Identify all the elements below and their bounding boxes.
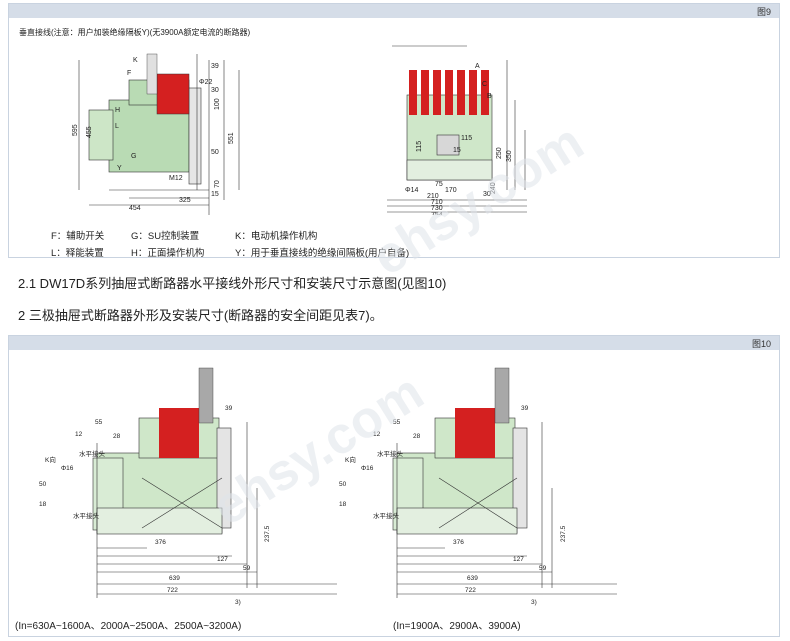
paragraph-2: 2 三极抽屉式断路器外形及安装尺寸(断路器的安全间距见表7)。 [18, 308, 383, 323]
figure9-header: 图9 [9, 4, 779, 18]
dim-label: 730 [431, 205, 443, 212]
dim-label: 376 [155, 539, 166, 546]
figure10-header: 图10 [9, 336, 779, 350]
dim-label: Φ14 [405, 187, 418, 194]
dim-label: H [115, 107, 120, 114]
dim-label: 50 [339, 481, 347, 488]
dim-label: 水平接头 [373, 511, 400, 520]
dim-label: L [115, 123, 119, 130]
dim-label: 237.5 [264, 525, 271, 542]
figure10-caption-a: (In=630A~1600A、2000A~2500A、2500A~3200A) [15, 621, 242, 632]
dim-label: 100 [214, 98, 221, 110]
dim-label: 30 [211, 87, 219, 94]
dim-label: Φ16 [61, 465, 74, 472]
dim-label: 30 [483, 191, 491, 198]
figure9-left-drawing: K F H L G Y 595 455 39 Φ22 30 100 551 50… [72, 53, 240, 215]
dim-label: 250 [496, 147, 503, 159]
dim-label: 50 [211, 149, 219, 156]
dim-label: 639 [169, 575, 180, 582]
legend-item: Y：用于垂直接线的绝缘间隔板(用户自备) [235, 248, 410, 259]
legend-item: H：正面操作机构 [131, 248, 205, 259]
dim-label: 754 [431, 212, 443, 215]
dim-label: 237.5 [560, 525, 567, 542]
dim-label: 170 [445, 187, 457, 194]
dim-label: 55 [95, 419, 103, 426]
dim-label: 210 [427, 193, 439, 200]
dim-label: 28 [113, 433, 121, 440]
dim-label: 水平接头 [73, 511, 100, 520]
dim-label: 39 [225, 405, 233, 412]
dim-label: K [133, 57, 138, 64]
dim-label: 59 [539, 565, 547, 572]
dim-label: Y [117, 165, 122, 172]
dim-label: Φ16 [361, 465, 374, 472]
dim-label: K向 [45, 455, 56, 464]
dim-label: 115 [461, 135, 472, 142]
dim-label: Φ22 [199, 79, 212, 86]
figure10-drawing-a: 55 12 28 39 K向 Φ16 水平接头 50 18 水平接头 237.5… [39, 367, 337, 606]
dim-label: 55 [393, 419, 401, 426]
dim-label: 722 [167, 587, 178, 594]
legend-item: L：释能装置 [51, 248, 104, 259]
dim-label: 50 [39, 481, 47, 488]
dim-label: 350 [506, 150, 513, 162]
dim-label: 59 [243, 565, 251, 572]
dim-label: C [482, 81, 487, 88]
dim-label: 28 [413, 433, 421, 440]
dim-label: 551 [228, 132, 235, 144]
dim-label: 595 [72, 124, 79, 136]
dim-label: 12 [75, 431, 83, 438]
dim-label: 水平接头 [79, 449, 106, 458]
dim-label: 39 [521, 405, 529, 412]
figure10-caption-b: (In=1900A、2900A、3900A) [393, 621, 521, 632]
dim-label: 127 [513, 556, 524, 563]
dim-label: 127 [217, 556, 228, 563]
dim-label: F [127, 70, 131, 77]
dim-label: 39 [211, 63, 219, 70]
dim-label: 454 [129, 205, 141, 212]
figure9-label: 图9 [756, 7, 771, 17]
dim-label: 240 [490, 182, 497, 194]
dim-label: 12 [373, 431, 381, 438]
dim-label: 15 [211, 191, 219, 198]
dim-label: 115 [416, 141, 423, 152]
dim-label: 710 [431, 199, 443, 206]
legend-item: K：电动机操作机构 [235, 231, 318, 242]
dim-label: 18 [339, 501, 347, 508]
dim-label: 70 [214, 180, 221, 188]
dim-label: 325 [179, 197, 191, 204]
dim-label: K向 [345, 455, 356, 464]
legend-item: F：辅助开关 [51, 231, 105, 242]
dim-label: 18 [39, 501, 47, 508]
dim-label: B [487, 93, 492, 100]
dim-label: 376 [453, 539, 464, 546]
dim-label: 水平接头 [377, 449, 404, 458]
paragraph-2-1: 2.1 DW17D系列抽屉式断路器水平接线外形尺寸和安装尺寸示意图(见图10) [18, 276, 447, 291]
figure10-drawing-b: 55 12 28 39 K向 Φ16 水平接头 50 18 水平接头 237.5… [339, 367, 617, 606]
dim-label: A [475, 63, 480, 70]
figure10-panel: 图10 55 12 28 39 [8, 335, 780, 637]
legend-item: G：SU控制装置 [131, 231, 200, 242]
dim-label: 75 [435, 181, 443, 188]
figure9-right-drawing: A C B 115 250 350 115 15 Φ14 75 210 170 … [387, 45, 527, 215]
figure10-body: 55 12 28 39 K向 Φ16 水平接头 50 18 水平接头 237.5… [9, 350, 779, 636]
dim-label: G [131, 153, 136, 160]
dim-label: 455 [86, 126, 93, 138]
figure10-label: 图10 [751, 339, 771, 349]
figure9-panel: 图9 垂直接线(注意：用户加装绝缘隔板Y)(无3900A额定电流的断路器) [8, 3, 780, 259]
dim-label: 3) [235, 599, 241, 606]
dim-label: 639 [467, 575, 478, 582]
figure9-body: 垂直接线(注意：用户加装绝缘隔板Y)(无3900A额定电流的断路器) K [9, 18, 779, 259]
dim-label: 15 [453, 147, 461, 154]
figure9-note: 垂直接线(注意：用户加装绝缘隔板Y)(无3900A额定电流的断路器) [19, 28, 251, 37]
dim-label: 3) [531, 599, 537, 606]
dim-label: M12 [169, 175, 183, 182]
dim-label: 722 [465, 587, 476, 594]
